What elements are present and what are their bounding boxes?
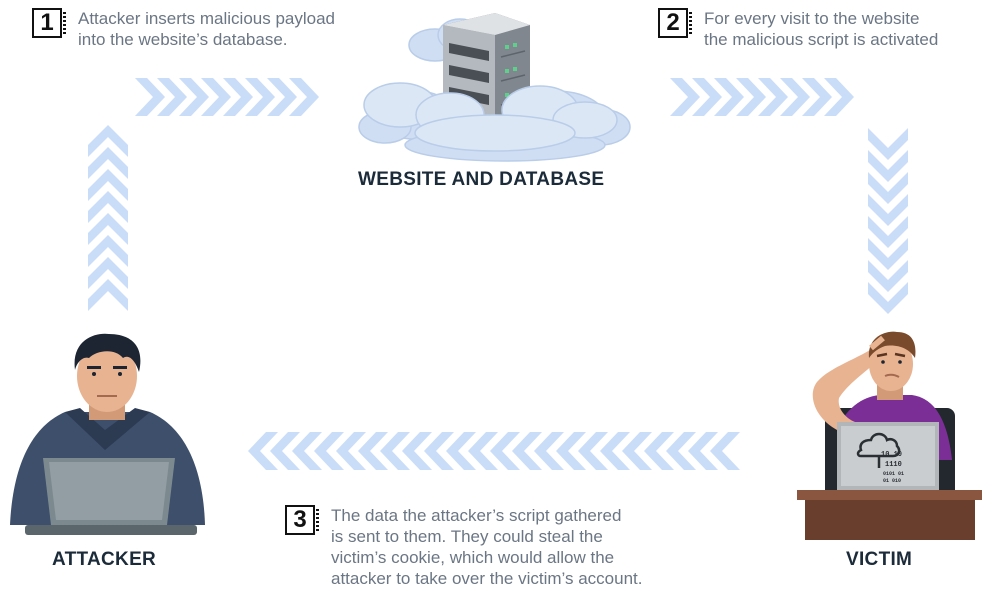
step-3-number: 3 bbox=[285, 505, 319, 535]
screen-code-line-3: 0101 01 bbox=[883, 471, 904, 477]
attacker-label: ATTACKER bbox=[52, 549, 157, 570]
desk-icon bbox=[797, 490, 982, 540]
attacker-illustration bbox=[10, 333, 205, 535]
step-3: 3 The data the attacker’s script gathere… bbox=[285, 505, 643, 589]
arrow-victim-to-attacker-left bbox=[248, 432, 740, 470]
arrow-attacker-to-website-up bbox=[88, 125, 128, 311]
arrow-website-to-victim-down bbox=[868, 128, 908, 314]
step-2: 2 For every visit to the website the mal… bbox=[658, 8, 938, 50]
screen-cloud-icon bbox=[856, 432, 901, 468]
laptop-icon bbox=[25, 458, 197, 535]
screen-code-line-2: 1110 bbox=[885, 461, 902, 469]
arrow-attacker-to-website-right bbox=[135, 78, 319, 116]
screen-code-line-4: 01 010 bbox=[883, 478, 901, 484]
server-cloud-illustration bbox=[358, 13, 631, 162]
step-1: 1 Attacker inserts malicious payload int… bbox=[32, 8, 335, 50]
website-label: WEBSITE AND DATABASE bbox=[358, 169, 605, 190]
victim-label: VICTIM bbox=[846, 549, 913, 570]
step-1-text: Attacker inserts malicious payload into … bbox=[78, 9, 336, 49]
screen-code-line-1: 10 10 bbox=[881, 451, 902, 459]
step-2-number: 2 bbox=[658, 8, 692, 38]
victim-illustration: 10 10 1110 0101 01 01 010 bbox=[797, 331, 982, 540]
arrow-website-to-victim-right bbox=[670, 78, 854, 116]
step-3-text: The data the attacker’s script gathered … bbox=[331, 506, 643, 588]
step-2-text: For every visit to the website the malic… bbox=[704, 9, 939, 49]
step-1-number: 1 bbox=[32, 8, 66, 38]
